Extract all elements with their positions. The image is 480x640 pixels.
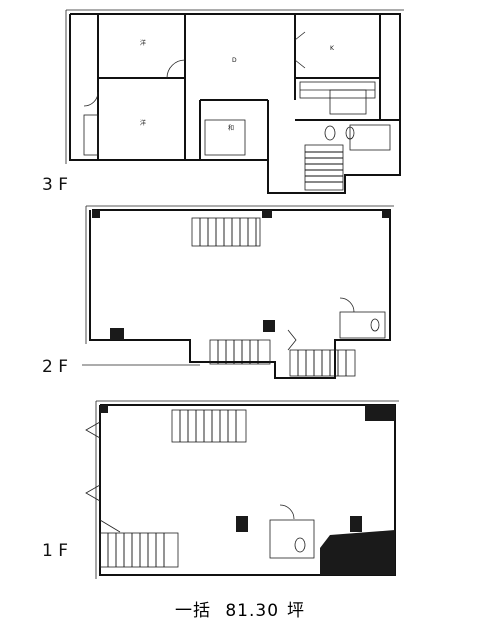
area-caption: 一括 81.30 坪 (0, 596, 480, 621)
room-label-3f-3: D (232, 57, 237, 64)
floor-label-1f: 1 F (42, 541, 68, 561)
floor-plan-3f: 洋 洋 D K 和 3 F (42, 9, 404, 195)
caption-value: 81.30 (225, 601, 280, 621)
floor-plan-1f: 1 F (42, 400, 399, 579)
caption-prefix: 一括 (174, 601, 211, 621)
floor-plan-drawing: 洋 洋 D K 和 3 F (42, 9, 404, 579)
room-label-3f-1: 洋 (140, 39, 146, 47)
room-label-3f-2: 洋 (140, 119, 146, 127)
floor-plan-2f: 2 F (42, 205, 394, 379)
caption-unit: 坪 (287, 601, 306, 621)
room-label-3f-4: K (330, 45, 335, 52)
floor-label-2f: 2 F (42, 357, 68, 377)
floor-label-3f: 3 F (42, 175, 68, 195)
room-label-3f-5: 和 (228, 124, 234, 132)
